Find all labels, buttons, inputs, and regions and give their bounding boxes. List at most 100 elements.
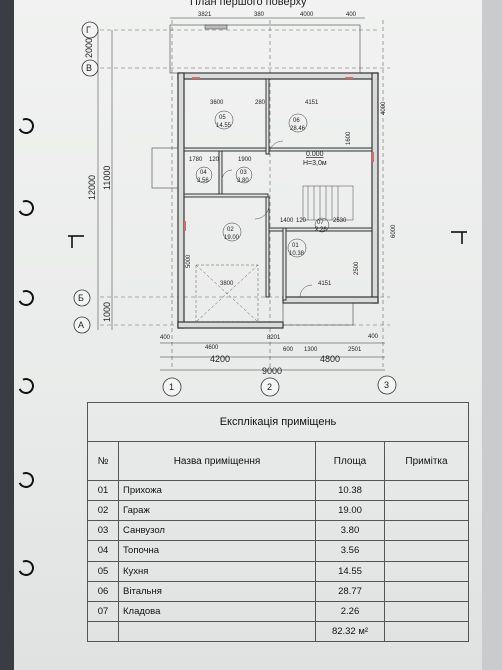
cell-area: 3.80 <box>315 520 385 542</box>
axis-label: Б <box>78 293 84 303</box>
cell-note <box>384 480 469 502</box>
dim-label: 2000 <box>84 38 94 58</box>
dim-label: 3600 <box>210 100 224 106</box>
cell-note <box>384 600 469 622</box>
dim-label: 4000 <box>381 101 387 115</box>
room-number: 06 <box>293 118 300 124</box>
table-row: 07 Кладова 2.26 <box>87 600 469 622</box>
dim-label: 9000 <box>262 366 282 376</box>
cell-note <box>384 540 469 562</box>
dim-label: 2500 <box>354 261 360 275</box>
cell-name: Кладова <box>118 600 316 622</box>
table-caption: Експлікація приміщень <box>87 401 469 443</box>
dim-label: 1300 <box>304 347 318 353</box>
height-mark: H=3,0м <box>303 160 327 167</box>
cell-no: 06 <box>87 580 119 602</box>
dim-label: 12000 <box>87 175 97 200</box>
cell-area: 28.77 <box>315 580 385 602</box>
room-area: 19.00 <box>224 235 240 241</box>
cell-name: Санвузол <box>118 520 316 542</box>
cell-no: 07 <box>87 600 119 622</box>
dim-label: 4200 <box>210 354 230 364</box>
dim-label: 4151 <box>305 100 319 106</box>
cell-note <box>384 520 469 542</box>
table-row: 06 Вітальня 28.77 <box>87 580 469 602</box>
cell-note <box>384 500 469 522</box>
cell-area: 10.38 <box>315 480 385 502</box>
axis-label: 2 <box>267 382 272 392</box>
col-header-name: Назва приміщення <box>118 441 316 482</box>
dim-label: 3800 <box>220 281 234 287</box>
cell-area: 14.55 <box>315 560 385 582</box>
dim-label: 4800 <box>320 354 340 364</box>
dim-label: 400 <box>160 335 171 341</box>
room-area: 10.38 <box>289 251 305 257</box>
room-number: 04 <box>200 170 207 176</box>
cell-no: 03 <box>87 520 119 542</box>
dim-label: 600 <box>283 347 294 353</box>
col-header-no: № <box>87 441 119 482</box>
table-row: 04 Топочна 3.56 <box>87 540 469 562</box>
dim-label: 11000 <box>102 166 112 190</box>
room-number: 05 <box>219 115 226 121</box>
dim-label: 3821 <box>198 12 212 18</box>
room-number: 01 <box>292 243 299 249</box>
cell-no: 04 <box>87 540 119 562</box>
room-area: 3.56 <box>197 178 209 184</box>
dim-label: 4000 <box>300 12 314 18</box>
room-area: 3.80 <box>237 178 249 184</box>
room-area: 28.46 <box>290 126 306 132</box>
axis-label: 1 <box>169 382 174 392</box>
dim-label: 1900 <box>238 157 252 163</box>
dim-label: 2501 <box>348 347 362 353</box>
dim-label: 1780 <box>189 157 203 163</box>
dim-label: 280 <box>255 100 266 106</box>
cell-name: Прихожа <box>118 480 316 502</box>
col-header-note: Примітка <box>384 441 469 482</box>
table-row: 02 Гараж 19.00 <box>87 500 469 522</box>
cell-area: 2.26 <box>315 600 385 622</box>
table-row: 01 Прихожа 10.38 <box>87 480 469 502</box>
floor-plan: Г В Б А 1 2 3 3821 380 4000 400 400 4600… <box>68 12 467 397</box>
room-number: 07 <box>317 220 324 226</box>
cell-note <box>384 560 469 582</box>
cell-area: 3.56 <box>315 540 385 562</box>
cell-name: Вітальня <box>118 580 316 602</box>
dim-label: 4600 <box>205 345 219 351</box>
cell-area: 19.00 <box>315 500 385 522</box>
cell-no: 05 <box>87 560 119 582</box>
dim-label: 5000 <box>186 254 192 268</box>
total-area: 82.32 м² <box>315 620 385 643</box>
rooms-table: Експлікація приміщень № Назва приміщення… <box>87 401 469 643</box>
axis-label: А <box>78 320 84 330</box>
dim-label: 120 <box>296 218 307 224</box>
cell-note <box>384 580 469 602</box>
dim-label: 1400 <box>280 218 294 224</box>
table-row: 05 Кухня 14.55 <box>87 560 469 582</box>
cell-no: 01 <box>87 480 119 502</box>
dim-label: 4151 <box>318 281 332 287</box>
table-row: 03 Санвузол 3.80 <box>87 520 469 542</box>
dim-label: 400 <box>346 12 357 18</box>
cell-name: Кухня <box>118 560 316 582</box>
axis-label: Г <box>86 25 91 35</box>
dim-label: 8201 <box>267 335 281 341</box>
axis-label: В <box>86 63 92 73</box>
dim-label: 1600 <box>346 131 352 145</box>
dim-label: 2530 <box>333 218 347 224</box>
dim-label: 1000 <box>102 302 112 322</box>
dim-label: 400 <box>368 334 379 340</box>
cell-no: 02 <box>87 500 119 522</box>
right-edge-strip <box>482 0 502 670</box>
room-area: 2.26 <box>315 227 327 233</box>
dim-label: 120 <box>209 157 220 163</box>
room-number: 02 <box>227 227 234 233</box>
room-number: 03 <box>240 170 247 176</box>
cell-name: Топочна <box>118 540 316 562</box>
table-total-row: 82.32 м² <box>87 620 469 643</box>
plan-title: План першого поверху <box>190 0 307 8</box>
col-header-area: Площа <box>315 441 385 482</box>
cell-name: Гараж <box>118 500 316 522</box>
room-area: 14.55 <box>216 123 232 129</box>
dim-label: 6000 <box>391 224 397 238</box>
